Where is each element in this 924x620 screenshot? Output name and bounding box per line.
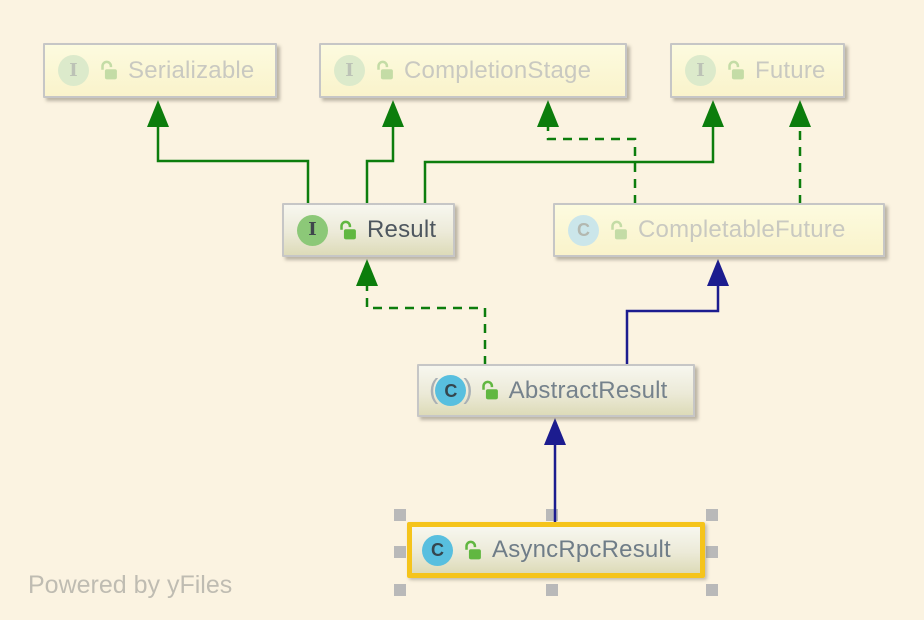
triangle-arrowhead [537, 100, 559, 127]
edge-abstractresult-extends-completablefuture[interactable] [625, 259, 729, 365]
class-icon: C [568, 214, 599, 246]
class-name-label: Result [367, 216, 437, 243]
selection-handle-bottom-center[interactable] [546, 584, 558, 596]
interface-icon: I [297, 214, 328, 246]
edge-result-extends-completionstage[interactable] [365, 100, 404, 204]
edge-completablefuture-implements-completionstage[interactable] [537, 100, 637, 204]
triangle-arrowhead [382, 100, 404, 127]
edge-result-extends-serializable[interactable] [147, 100, 310, 204]
class-node-completionstage[interactable]: I CompletionStage [319, 43, 627, 98]
abstract-paren-right: ) [463, 372, 473, 404]
selection-handle-mid-left[interactable] [394, 546, 406, 558]
triangle-arrowhead [147, 100, 169, 127]
unlocked-padlock-icon [374, 60, 395, 81]
triangle-arrowhead [356, 259, 378, 286]
yfiles-watermark: Powered by yFiles [28, 571, 233, 599]
abstract-class-icon: ( C ) [429, 372, 473, 406]
unlocked-padlock-icon [98, 60, 119, 81]
selection-handle-top-left[interactable] [394, 509, 406, 521]
class-name-label: Future [755, 56, 826, 84]
selection-handle-mid-right[interactable] [706, 546, 718, 558]
class-name-label: Serializable [128, 56, 255, 84]
class-name-label: CompletionStage [404, 56, 592, 84]
abstract-paren-left: ( [429, 372, 439, 404]
triangle-arrowhead [702, 100, 724, 127]
unlocked-padlock-icon [725, 60, 746, 81]
class-node-future[interactable]: I Future [670, 43, 845, 98]
edge-abstractresult-implements-result[interactable] [356, 259, 487, 365]
interface-icon: I [58, 55, 89, 86]
unlocked-padlock-icon [479, 380, 500, 401]
class-name-label: AsyncRpcResult [492, 536, 671, 563]
selection-handle-top-right[interactable] [706, 509, 718, 521]
interface-icon: I [334, 55, 365, 86]
class-name-label: CompletableFuture [638, 216, 846, 243]
triangle-arrowhead [789, 100, 811, 127]
edge-result-extends-future[interactable] [423, 100, 724, 204]
class-node-asyncrpcresult[interactable]: C AsyncRpcResult [407, 522, 705, 578]
class-node-abstractresult[interactable]: ( C ) AbstractResult [417, 364, 695, 417]
class-name-label: AbstractResult [508, 376, 668, 404]
selection-handle-bottom-left[interactable] [394, 584, 406, 596]
selection-handle-bottom-right[interactable] [706, 584, 718, 596]
unlocked-padlock-icon [608, 220, 629, 241]
edge-asyncrpcresult-extends-abstractresult[interactable] [544, 418, 566, 523]
class-icon: C [422, 534, 453, 566]
class-node-result[interactable]: I Result [282, 203, 455, 257]
class-node-serializable[interactable]: I Serializable [43, 43, 277, 98]
triangle-arrowhead [544, 418, 566, 445]
edge-completablefuture-implements-future[interactable] [789, 100, 811, 204]
interface-icon: I [685, 55, 716, 86]
class-node-completablefuture[interactable]: C CompletableFuture [553, 203, 885, 257]
unlocked-padlock-icon [462, 540, 483, 561]
triangle-arrowhead [707, 259, 729, 286]
unlocked-padlock-icon [337, 220, 358, 241]
